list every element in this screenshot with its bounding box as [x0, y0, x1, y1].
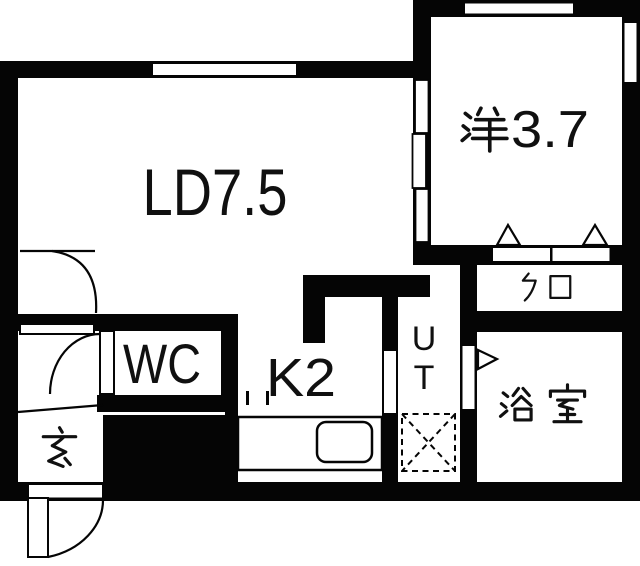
kitchen-fixture-tick-2: [266, 391, 269, 405]
wall-closet-bath-divider: [460, 311, 640, 332]
kanji-bath-yoku-icon: [498, 386, 533, 422]
wc-door-swing-arc: [48, 332, 101, 395]
door-entry-leaf: [27, 497, 49, 558]
window-western-top: [463, 1, 575, 16]
label-utility-t: T: [414, 359, 435, 397]
window-ld-top: [151, 62, 298, 77]
door-entry-opening: [27, 483, 104, 500]
door-kitchen-utility: [382, 349, 398, 415]
washer-pan-cross: [401, 413, 456, 472]
kitchen-sink: [315, 420, 374, 464]
wall-kitchen-partition: [303, 275, 430, 297]
ld-door-swing-arc: [51, 249, 98, 314]
kanji-closet-ro-icon: [549, 275, 572, 300]
washer-pan: [401, 413, 456, 472]
kanji-closet-ku-icon: [521, 272, 537, 302]
closet-door-mark-left-icon: [495, 222, 522, 247]
openings: [19, 1, 639, 558]
kanji-western-icon: [460, 106, 509, 153]
wall-entry-block: [103, 415, 237, 500]
door-wc-panel: [99, 330, 115, 395]
label-utility-u: U: [412, 320, 437, 358]
window-western-right: [622, 21, 639, 84]
kanji-bath-shitsu-icon: [548, 383, 587, 424]
kanji-entrance-icon: [41, 426, 78, 468]
wall-right: [622, 0, 640, 501]
closet-door-panel-left: [491, 246, 552, 263]
fixtures: [17, 222, 609, 559]
wall-wc-bottom: [97, 395, 237, 412]
closet-door-panel-right: [550, 246, 612, 263]
sliding-door-panel-3: [414, 188, 430, 243]
wall-kitchen-stub: [303, 275, 325, 343]
closet-door-mark-right-icon: [581, 222, 609, 247]
sliding-door-panel-2: [411, 133, 427, 189]
wall-left: [0, 61, 18, 501]
kitchen-fixture-tick-1: [246, 391, 249, 405]
label-living-dining: LD7.5: [143, 155, 288, 229]
label-western-number: 3.7: [511, 101, 589, 159]
walls: [0, 0, 640, 501]
door-bathroom-panel: [460, 344, 477, 411]
entrance-step-line: [17, 403, 104, 414]
door-ld-opening: [19, 323, 95, 335]
labels: LD7.5 3.7 洋3.7 クロ WC 玄 K2 U T UT 浴室: [41, 101, 589, 468]
wall-kitchen-left: [225, 314, 238, 483]
entry-door-swing-arc: [47, 498, 105, 559]
bathroom-door-mark-icon: [476, 348, 500, 371]
sliding-door-panel-1: [414, 79, 430, 134]
label-wc: WC: [123, 332, 201, 395]
label-kitchen: K2: [266, 348, 336, 408]
